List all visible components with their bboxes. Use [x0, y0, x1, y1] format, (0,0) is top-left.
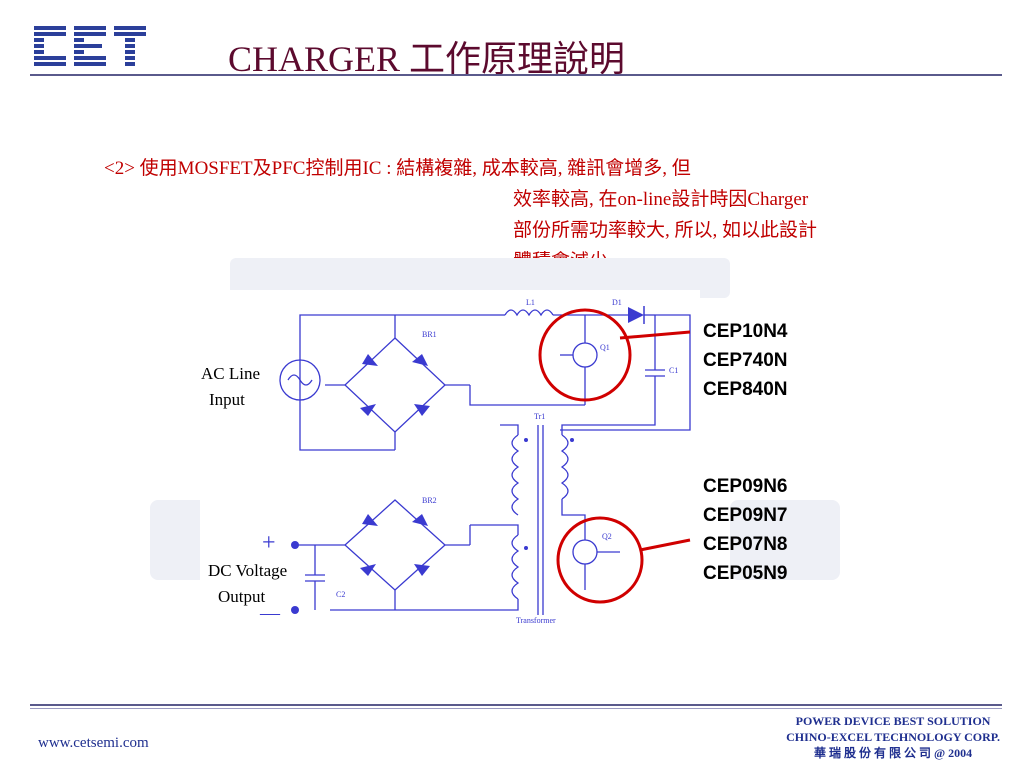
- part-number: CEP07N8: [703, 534, 788, 555]
- charger-schematic: [200, 290, 700, 630]
- part-number: CEP740N: [703, 350, 788, 371]
- description-line-2: 效率較高, 在on-line設計時因Charger: [513, 189, 809, 210]
- tagline: POWER DEVICE BEST SOLUTION: [795, 714, 991, 728]
- footer-divider-thin: [30, 708, 1002, 709]
- component-c2: C2: [336, 590, 346, 599]
- dc-output-label: Output: [218, 587, 266, 606]
- page-title: CHARGER 工作原理說明: [228, 39, 626, 79]
- output-plus-sign: +: [262, 530, 276, 556]
- cet-logo: [34, 26, 146, 66]
- website-link[interactable]: www.cetsemi.com: [38, 735, 149, 751]
- ac-line-label: AC Line: [201, 364, 261, 383]
- mosfet-list-q2: CEP09N6 CEP09N7 CEP07N8 CEP05N9: [703, 472, 788, 588]
- output-minus-sign: —: [260, 602, 280, 624]
- dc-voltage-label: DC Voltage: [208, 561, 288, 580]
- ac-input-label: Input: [209, 390, 245, 409]
- component-q2: Q2: [602, 532, 612, 541]
- component-c1: C1: [669, 366, 679, 375]
- company-name-cn: 華 瑞 股 份 有 限 公 司 @ 2004: [813, 746, 973, 760]
- component-d1: D1: [612, 298, 622, 307]
- component-transformer: Transformer: [516, 616, 556, 625]
- part-number: CEP09N7: [703, 505, 788, 526]
- mosfet-list-q1: CEP10N4 CEP740N CEP840N: [703, 317, 788, 404]
- part-number: CEP05N9: [703, 563, 788, 584]
- component-br1: BR1: [422, 330, 437, 339]
- part-number: CEP09N6: [703, 476, 788, 497]
- part-number: CEP10N4: [703, 321, 788, 342]
- title-divider: [30, 74, 1002, 76]
- component-tr1: Tr1: [534, 412, 546, 421]
- part-number: CEP840N: [703, 379, 788, 400]
- component-l1: L1: [526, 298, 535, 307]
- component-q1: Q1: [600, 343, 610, 352]
- company-block: POWER DEVICE BEST SOLUTION CHINO-EXCEL T…: [786, 713, 1000, 761]
- company-name: CHINO-EXCEL TECHNOLOGY CORP.: [786, 730, 1000, 744]
- footer-divider: [30, 704, 1002, 706]
- description-line-1: <2> 使用MOSFET及PFC控制用IC : 結構複雜, 成本較高, 雜訊會增…: [104, 158, 691, 179]
- description-line-3: 部份所需功率較大, 所以, 如以此設計: [513, 220, 818, 241]
- component-br2: BR2: [422, 496, 437, 505]
